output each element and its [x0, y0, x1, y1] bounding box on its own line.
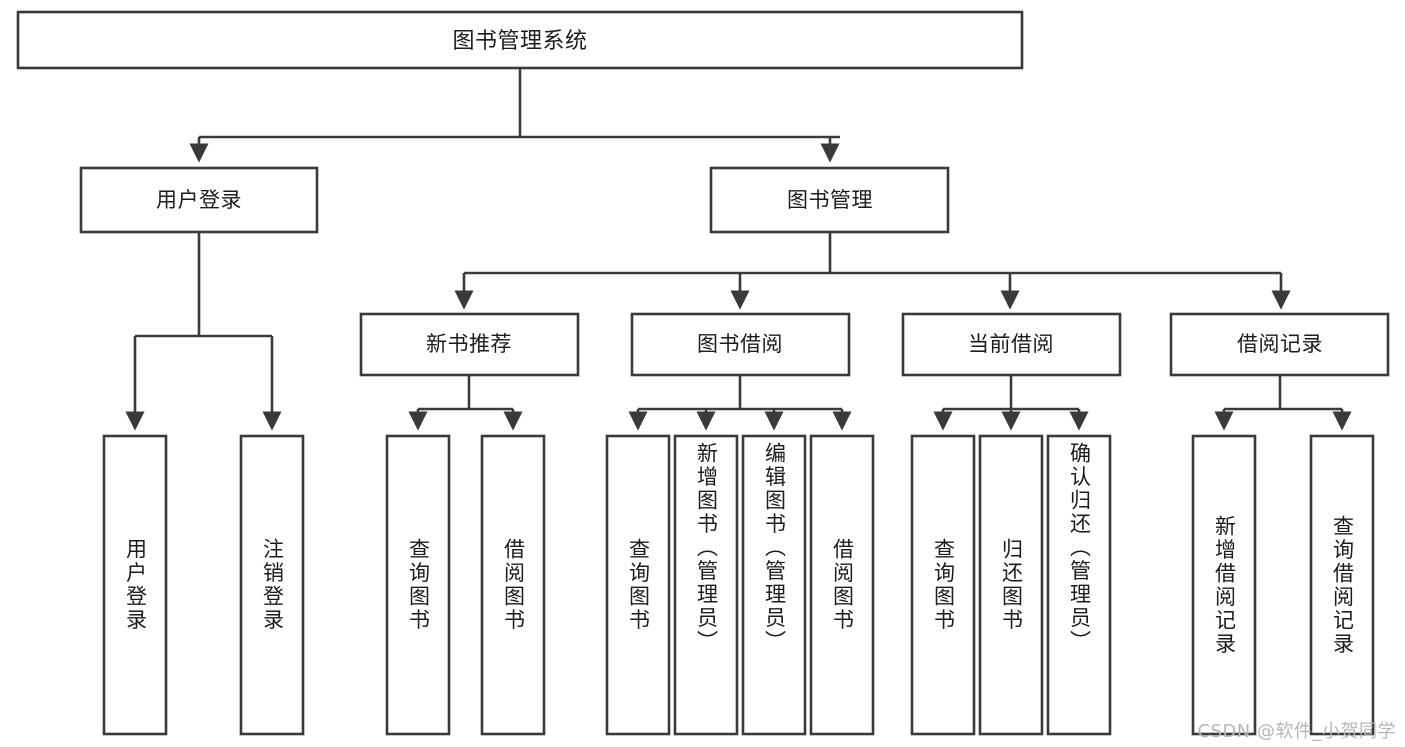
node-user-login[interactable]: 用户登录: [79, 166, 319, 234]
leaf-box-br-add-record[interactable]: [1191, 434, 1257, 736]
leaf-box-bb-borrow-book[interactable]: [809, 434, 875, 736]
connector-user-login-children: [125, 232, 282, 431]
leaf-box-cb-query-book[interactable]: [910, 434, 976, 736]
leaf-box-br-query-record[interactable]: [1309, 434, 1375, 736]
leaf-box-nbr-query-book[interactable]: [385, 434, 451, 736]
node-book-management[interactable]: 图书管理: [709, 166, 950, 234]
node-book-management-label: 图书管理: [787, 188, 873, 212]
leaf-box-user-logout[interactable]: [239, 434, 305, 736]
leaf-box-user-login[interactable]: [102, 434, 168, 736]
node-book-borrow-label: 图书借阅: [697, 332, 783, 356]
connector-borrow-record-children: [1214, 375, 1352, 431]
leaf-box-bb-add-book[interactable]: [673, 434, 739, 736]
connector-book-borrow-children: [628, 375, 852, 431]
leaf-box-bb-edit-book[interactable]: [741, 434, 807, 736]
node-user-login-label: 用户登录: [156, 188, 242, 212]
leaf-box-nbr-borrow-book[interactable]: [480, 434, 546, 736]
node-current-borrow[interactable]: 当前借阅: [901, 312, 1122, 377]
leaf-box-bb-query-book[interactable]: [605, 434, 671, 736]
node-borrow-record-label: 借阅记录: [1237, 332, 1323, 356]
node-root-label: 图书管理系统: [452, 29, 587, 54]
leaf-box-cb-return-book[interactable]: [978, 434, 1044, 736]
connector-root-trunk: [189, 68, 840, 163]
node-new-book-recommend[interactable]: 新书推荐: [359, 312, 580, 377]
node-root[interactable]: 图书管理系统: [16, 10, 1024, 70]
csdn-watermark: CSDN @软件_小贺同学: [1197, 721, 1396, 742]
node-new-book-recommend-label: 新书推荐: [426, 332, 512, 356]
node-current-borrow-label: 当前借阅: [968, 332, 1054, 356]
leaf-box-cb-confirm-return[interactable]: [1046, 434, 1112, 736]
node-book-borrow[interactable]: 图书借阅: [630, 312, 851, 377]
connector-new-book-recommend-children: [408, 375, 523, 431]
connector-book-management-children: [454, 232, 1291, 310]
node-borrow-record[interactable]: 借阅记录: [1169, 312, 1390, 377]
connector-current-borrow-children: [933, 375, 1089, 431]
